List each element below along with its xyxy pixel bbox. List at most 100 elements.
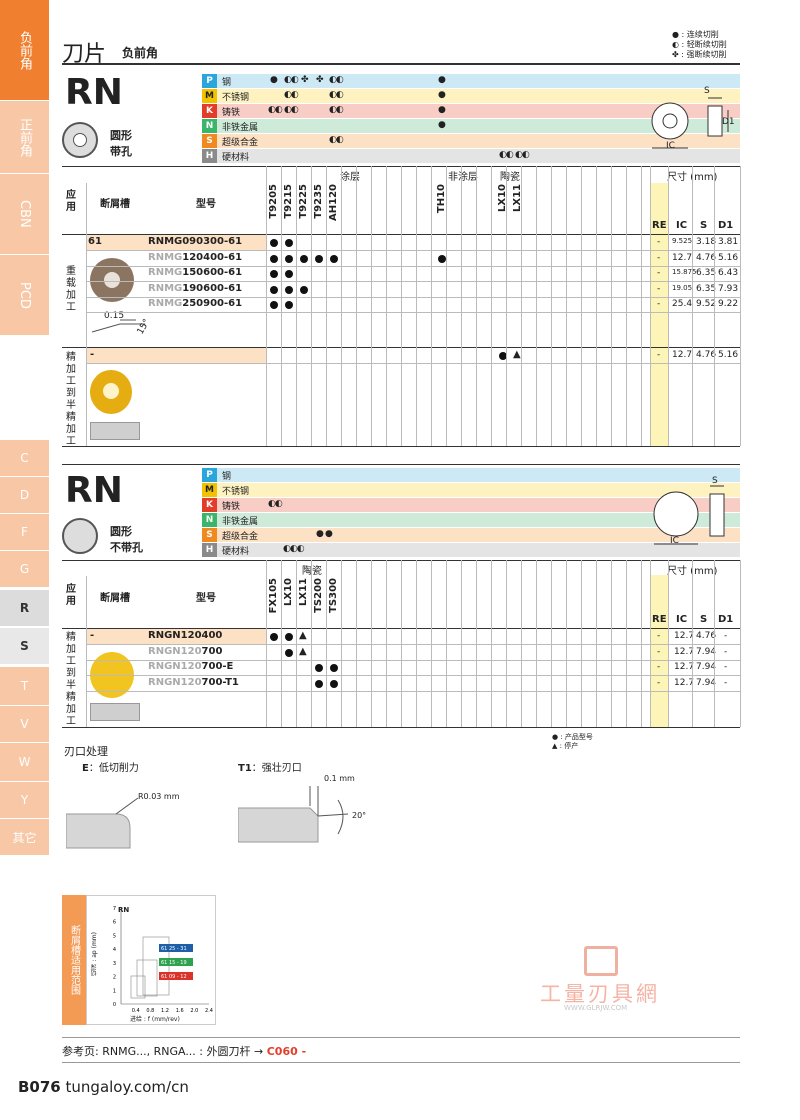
page-title: 刀片 [62, 42, 107, 67]
mark-n: ● [438, 120, 446, 130]
grade-ah120: AH120 [328, 184, 339, 221]
edge-block-rnga [90, 422, 140, 440]
availability-dot [438, 255, 446, 263]
tab-d[interactable]: D [0, 477, 49, 513]
availability-dot [270, 301, 278, 309]
availability-dot [270, 255, 278, 263]
insert-model[interactable]: RNMG190600-61 [148, 283, 243, 294]
ytick: 7 [113, 906, 116, 912]
edge-t1-angle: 20° [352, 811, 367, 820]
availability-dot [315, 664, 323, 672]
watermark-name: 工量刃具網 [540, 982, 660, 1006]
cb-61-bg [86, 235, 266, 250]
tab-s[interactable]: S [0, 628, 49, 664]
size-value: 12.7 [672, 350, 693, 360]
insert-photo-rnmg [90, 258, 134, 302]
size-value: 3.18 [696, 237, 717, 247]
size-value: 19.05 [672, 284, 693, 292]
tab-other[interactable]: 其它 [0, 819, 49, 855]
tab-c[interactable]: C [0, 440, 49, 476]
range-chart-xlabel: 进给 : f (mm/rev) [130, 1016, 180, 1023]
tab-v[interactable]: V [0, 706, 49, 742]
ytick: 1 [113, 988, 116, 994]
size-value: - [724, 647, 728, 657]
availability-dot [499, 352, 507, 360]
product-legend: ● : 产品型号 ▲ : 停产 [552, 733, 593, 750]
size-value: 4.76 [696, 631, 717, 641]
group-ceramic: 陶瓷 [500, 172, 520, 183]
section2-dimension-diagram [653, 485, 725, 545]
section2-shape: 圆形 不带孔 [110, 525, 143, 554]
size-value: - [657, 253, 661, 263]
availability-dot [330, 664, 338, 672]
size-value: 9.22 [718, 299, 739, 309]
cut-legend: ● : 连续切削 ◐ : 轻断续切削 ✤ : 强断续切削 [672, 30, 727, 59]
tab-pcd[interactable]: PCD [0, 255, 49, 335]
size-value: 7.94 [696, 647, 717, 657]
tab-w[interactable]: W [0, 743, 49, 781]
zone-label-bg [159, 944, 193, 952]
size-value: 5.16 [718, 253, 739, 263]
insert-model[interactable]: RNGN120700-T1 [148, 677, 239, 688]
edge-t1-diagram [238, 786, 349, 843]
edge-e-dim: R0.03 mm [138, 792, 180, 801]
edge-title: 刃口处理 [64, 745, 108, 758]
mark-k: ◐◐ [268, 105, 283, 115]
tab-g[interactable]: G [0, 551, 49, 587]
page-subtitle: 负前角 [122, 46, 159, 60]
tab-cbn[interactable]: CBN [0, 174, 49, 254]
xtick: 1.6 [176, 1008, 184, 1014]
size-value: 4.76 [696, 350, 717, 360]
size-value: 12.7 [674, 631, 695, 641]
discontinued-mark: ▲ [299, 646, 307, 657]
availability-dot [300, 286, 308, 294]
zone-label-bg [159, 972, 193, 980]
app-heavy: 重载加工 [66, 266, 76, 313]
tab-positive-rake[interactable]: 正前角 [0, 101, 49, 173]
dim-s-label: S [704, 86, 710, 96]
group-coated: 涂层 [340, 172, 360, 183]
section2-insert-icon [62, 518, 98, 554]
zone-label-bg [159, 958, 193, 966]
size-value: - [657, 237, 661, 247]
insert-model[interactable]: RNMG250900-61 [148, 298, 243, 309]
tab-negative-rake[interactable]: 负前角 [0, 0, 49, 100]
tab-t[interactable]: T [0, 667, 49, 705]
insert-model[interactable]: RNGN120400 [148, 630, 223, 641]
size-value: - [724, 678, 728, 688]
size-value: - [724, 631, 728, 641]
insert-model[interactable]: RNMG150600-61 [148, 267, 243, 278]
size-value: 5.16 [718, 350, 739, 360]
size-value: 6.35 [696, 268, 717, 278]
edge-t1-dim: 0.1 mm [324, 774, 355, 783]
tab-y[interactable]: Y [0, 782, 49, 818]
grade-t9205: T9205 [268, 184, 279, 219]
insert-model[interactable]: RNGN120700 [148, 646, 223, 657]
reference-link[interactable]: C060 - [266, 1045, 307, 1058]
footer-url[interactable]: tungaloy.com/cn [65, 1078, 189, 1096]
availability-dot [285, 239, 293, 247]
size-value: 6.43 [718, 268, 739, 278]
availability-dot [285, 255, 293, 263]
zone-label: 61 15 - 19 [161, 960, 187, 966]
discontinued-mark: ▲ [513, 349, 521, 360]
availability-dot [270, 633, 278, 641]
tab-f[interactable]: F [0, 514, 49, 550]
availability-dot [270, 239, 278, 247]
insert-model[interactable]: RNMG120400-61 [148, 252, 243, 263]
ytick: 5 [113, 933, 116, 939]
insert-model[interactable]: RNMG090300-61 [148, 236, 243, 247]
chipbreaker-dash: - [90, 349, 95, 360]
reference-line: 参考页: RNMG..., RNGA... : 外圆刀杆 → C060 - [62, 1045, 307, 1058]
ytick: 0 [113, 1002, 116, 1008]
col-model: 型号 [196, 199, 216, 210]
insert-model[interactable]: RNGN120700-E [148, 661, 234, 672]
tab-r[interactable]: R [0, 590, 49, 626]
size-value: 9.525 [672, 237, 693, 245]
size-value: - [657, 350, 661, 360]
group-uncoated: 非涂层 [448, 172, 478, 183]
size-value: - [724, 662, 728, 672]
ytick: 2 [113, 975, 116, 981]
range-zone [130, 975, 146, 999]
